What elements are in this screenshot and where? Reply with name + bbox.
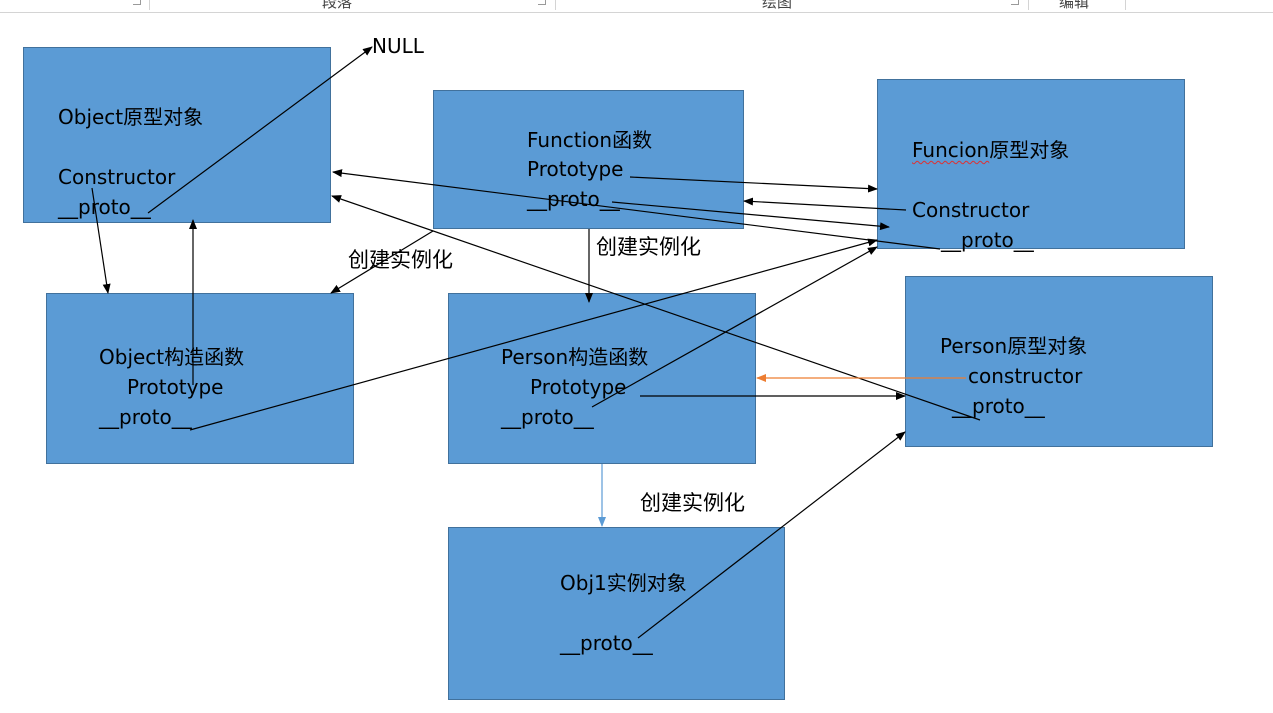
obj1-title: Obj1实例对象 [560, 571, 687, 595]
ribbon-group-editing[interactable]: 编辑 [1059, 0, 1090, 11]
ribbon-divider [1125, 0, 1126, 10]
person-constructor-proto: __proto__ [501, 405, 594, 429]
person-prototype-proto: __proto__ [952, 394, 1045, 418]
arrow-function-to-object-ctor [330, 230, 434, 294]
ribbon-bar: 段落 绘图 编辑 [0, 0, 1273, 13]
function-box[interactable] [433, 90, 744, 229]
arrow-function-dunder-proto-to-function-proto [611, 201, 890, 231]
arrow-function-proto-constructor-to-function [743, 197, 907, 211]
function-proto-field: __proto__ [527, 187, 620, 211]
null-label: NULL [372, 34, 424, 58]
person-prototype-box[interactable] [905, 276, 1213, 447]
create-instance-label: 创建实例化 [640, 491, 745, 515]
create-instance-label: 创建实例化 [348, 248, 453, 272]
ribbon-divider [149, 0, 150, 10]
ribbon-group-drawing[interactable]: 绘图 [762, 0, 793, 11]
ribbon-group-paragraph[interactable]: 段落 [322, 0, 353, 11]
arrow-object-proto-to-null [147, 46, 373, 214]
function-prototype-box[interactable] [877, 79, 1185, 249]
object-prototype-title: Object原型对象 [58, 105, 204, 129]
person-prototype-title: Person原型对象 [940, 334, 1088, 358]
function-prototype-proto: __proto__ [941, 228, 1034, 252]
function-title: Function函数 [527, 128, 653, 152]
function-prototype-constructor: Constructor [912, 198, 1030, 222]
obj1-proto: __proto__ [560, 631, 653, 655]
object-prototype-proto: __proto__ [58, 195, 151, 219]
arrow-function-proto-proto-to-object-proto [332, 169, 941, 250]
arrow-function-prototype-to-function-proto [629, 176, 878, 193]
arrow-object-ctor-proto-to-function-proto [189, 238, 878, 431]
function-prototype-title: Funcion原型对象 [912, 138, 1069, 162]
object-prototype-box[interactable] [23, 47, 331, 223]
object-constructor-proto: __proto__ [99, 405, 192, 429]
object-constructor-box[interactable] [46, 293, 354, 464]
arrow-person-ctor-proto-to-function-proto [591, 246, 878, 408]
object-prototype-constructor: Constructor [58, 165, 176, 189]
object-constructor-title: Object构造函数 [99, 345, 245, 369]
person-prototype-constructor: constructor [968, 364, 1083, 388]
arrow-obj1-proto-to-person-proto [637, 431, 906, 639]
function-prototype-field: Prototype [527, 157, 624, 181]
function-prototype-title-suffix: 原型对象 [989, 138, 1070, 162]
spellcheck-word[interactable]: Funcion [912, 138, 990, 162]
person-constructor-title: Person构造函数 [501, 345, 649, 369]
arrow-object-constructor-to-object-ctor [91, 187, 111, 294]
object-constructor-prototype: Prototype [127, 375, 224, 399]
obj1-instance-box[interactable] [448, 527, 785, 700]
person-constructor-box[interactable] [448, 293, 756, 464]
ribbon-divider [1028, 0, 1029, 10]
ribbon-launcher-icon[interactable] [538, 0, 546, 5]
ribbon-launcher-icon[interactable] [1011, 0, 1019, 5]
person-constructor-prototype: Prototype [530, 375, 627, 399]
create-instance-label: 创建实例化 [596, 235, 701, 259]
ribbon-launcher-icon[interactable] [133, 0, 141, 5]
ribbon-divider [555, 0, 556, 10]
arrow-person-proto-proto-to-object-proto [331, 195, 981, 421]
